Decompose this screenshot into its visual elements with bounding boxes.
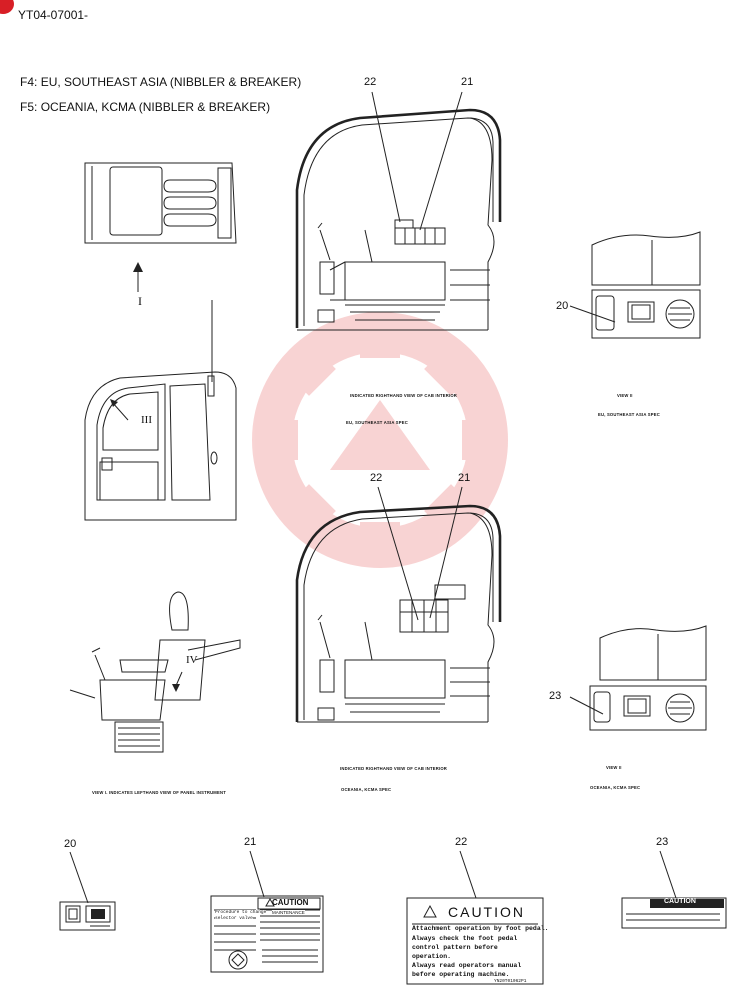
caution-22-title: CAUTION: [448, 904, 525, 920]
caption-view2-bottom-spec: OCEANIA, KCMA SPEC: [590, 785, 641, 790]
cab-interior-bottom: [295, 486, 502, 723]
callout-22-mid: 22: [370, 472, 383, 484]
doc-code: YT04-07001-: [18, 8, 89, 22]
caution-label-22: [406, 850, 544, 985]
watermark-gear-icon: [252, 312, 508, 568]
callout-21-label: 21: [244, 836, 257, 848]
callout-20-view2: 20: [556, 300, 569, 312]
caution-22-line-6: before operating machine.: [412, 971, 510, 978]
caution-21-maintenance: MAINTENANCE: [272, 910, 305, 915]
callout-23-label: 23: [656, 836, 669, 848]
view2-panel-bottom: [569, 625, 707, 731]
cab-interior-top: [295, 91, 502, 331]
seat-console-view: [69, 591, 241, 753]
caution-21-left-line-1: Procedure to change: [215, 910, 267, 915]
caution-22-part-no: YN20T01062P1: [494, 979, 527, 984]
callout-23-view2: 23: [549, 690, 562, 702]
caution-23-title: CAUTION: [664, 898, 696, 905]
caution-label-23: [621, 850, 727, 929]
view-marker-iii: III: [141, 414, 152, 426]
callout-21-mid: 21: [458, 472, 471, 484]
caption-cab-top: INDICATED RIGHTHAND VIEW OF CAB INTERIOR: [350, 393, 458, 398]
caution-22-line-4: operation.: [412, 953, 452, 960]
spec-line-f5: F5: OCEANIA, KCMA (NIBBLER & BREAKER): [20, 100, 271, 114]
caption-cab-bottom: INDICATED RIGHTHAND VIEW OF CAB INTERIOR: [340, 766, 448, 771]
caption-view2-bottom: VIEW II: [606, 765, 622, 770]
caution-22-line-1: Attachment operation by foot pedal.: [412, 925, 549, 932]
view-marker-iv: IV: [186, 654, 198, 666]
caption-view2-top-spec: EU, SOUTHEAST ASIA SPEC: [598, 412, 660, 417]
spec-line-f4: F4: EU, SOUTHEAST ASIA (NIBBLER & BREAKE…: [20, 75, 302, 89]
caution-22-line-2: Always check the foot pedal: [412, 935, 518, 942]
caption-cab-bottom-spec: OCEANIA, KCMA SPEC: [341, 787, 392, 792]
console-top-view: [84, 162, 237, 292]
callout-20-label: 20: [64, 838, 77, 850]
caution-22-line-5: Always read operators manual: [412, 962, 522, 969]
view2-panel-top: [569, 231, 701, 339]
switch-label-20: [59, 851, 116, 931]
cab-exterior-left: [84, 300, 237, 521]
caution-22-line-3: control pattern before: [412, 944, 498, 951]
caption-view2-top: VIEW II: [617, 393, 633, 398]
corner-tab: [0, 0, 14, 14]
caution-21-title: CAUTION: [272, 898, 309, 907]
callout-22-label: 22: [455, 836, 468, 848]
caption-view1: VIEW I. INDICATES LEFTHAND VIEW OF PANEL…: [92, 790, 226, 795]
callout-21-top: 21: [461, 76, 474, 88]
view-marker-i: I: [138, 294, 142, 308]
callout-22-top: 22: [364, 76, 377, 88]
caption-cab-top-spec: EU, SOUTHEAST ASIA SPEC: [346, 420, 408, 425]
caution-21-left-line-2: selector valve: [215, 916, 253, 921]
